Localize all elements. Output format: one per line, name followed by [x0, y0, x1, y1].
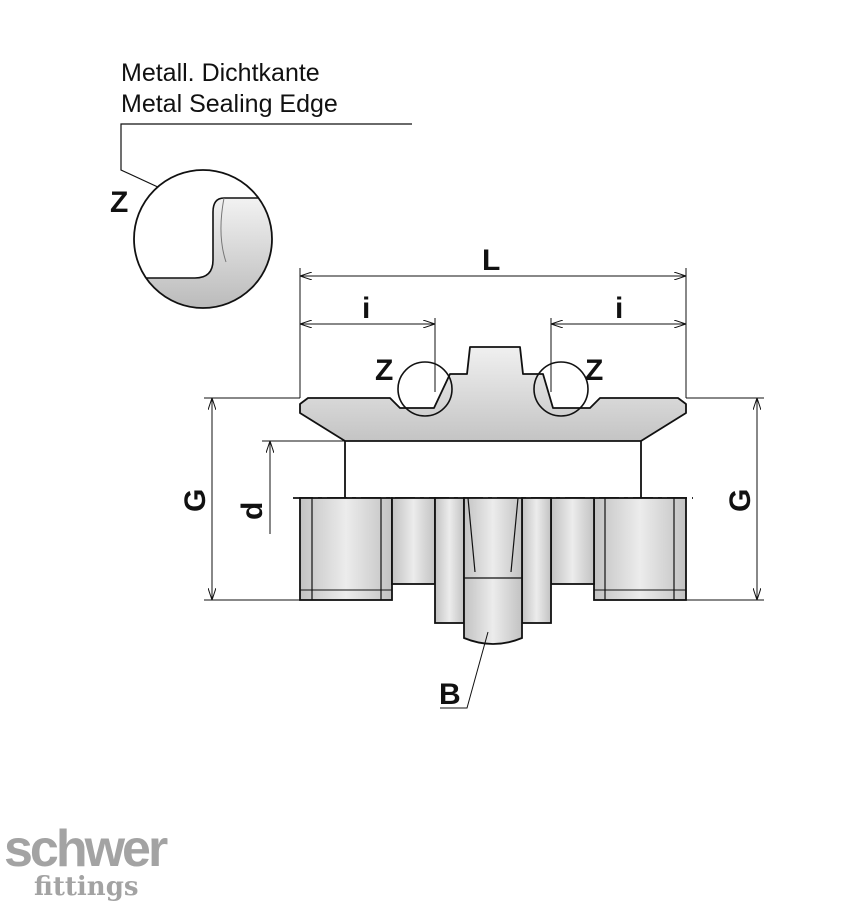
logo-text-bottom: fittings — [34, 872, 139, 902]
dimension-lines — [204, 268, 764, 709]
thread-right-label: G — [724, 489, 757, 512]
hex-left-face — [434, 497, 465, 624]
insert-left-label: i — [362, 292, 370, 325]
collar-left — [391, 497, 436, 585]
detail-sealing-edge-profile — [134, 197, 272, 308]
bore-outline — [344, 441, 642, 498]
collar-right — [550, 497, 595, 585]
bore-label: d — [236, 502, 269, 520]
length-label: L — [482, 244, 500, 277]
seal-detail-circle-left — [397, 361, 453, 417]
hex-label: B — [439, 678, 461, 711]
thread-left-label: G — [179, 489, 212, 512]
schwer-fittings-logo: schwer fittings — [4, 820, 171, 902]
insert-right-label: i — [615, 292, 623, 325]
thread-left — [299, 497, 393, 601]
hex-centre-face — [463, 497, 523, 645]
logo-text-top: schwer — [4, 820, 168, 878]
note-line-2: Metal Sealing Edge — [121, 90, 338, 118]
detail-z-label: Z — [110, 186, 128, 219]
fitting-body — [293, 346, 693, 645]
section-upper — [299, 346, 687, 442]
note-line-1: Metall. Dichtkante — [121, 59, 320, 87]
seal-left-z-label: Z — [375, 354, 393, 387]
hex-right-face — [521, 497, 552, 624]
seal-right-z-label: Z — [585, 354, 603, 387]
seal-detail-circle-right — [533, 361, 589, 417]
thread-right — [593, 497, 687, 601]
hex-leader-line — [440, 631, 489, 709]
detail-view — [133, 169, 273, 309]
